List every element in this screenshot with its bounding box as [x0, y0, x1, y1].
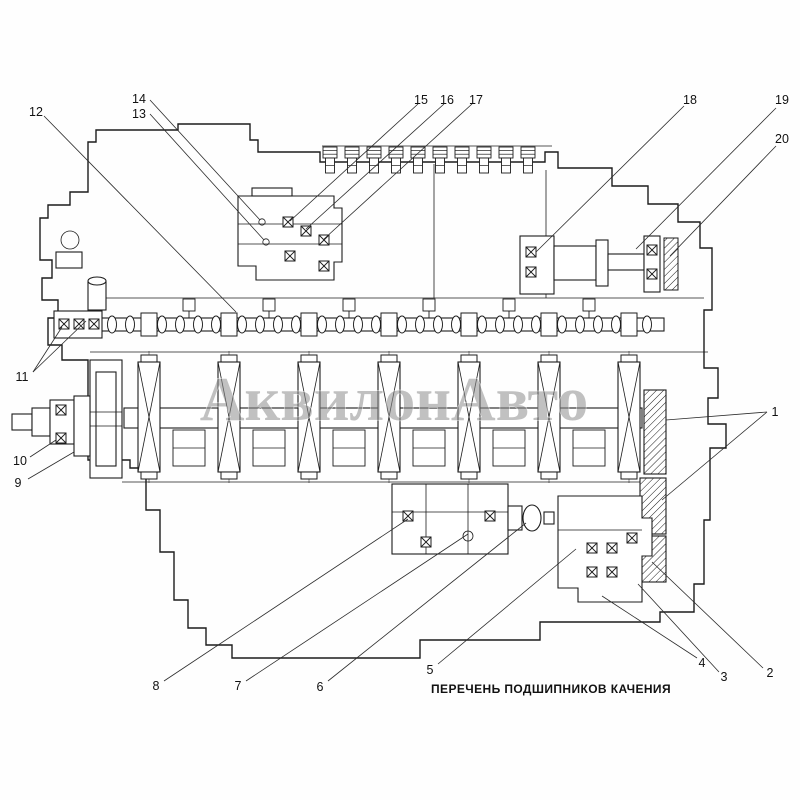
bearing-symbol [282, 216, 294, 228]
leader-lines [27, 99, 777, 682]
bearing-symbol [626, 532, 638, 544]
bearing-symbol [420, 536, 432, 548]
callout-label-9: 9 [15, 476, 22, 490]
block-internal-lines [55, 145, 708, 483]
flywheel [89, 359, 123, 479]
bearing-symbol [586, 542, 598, 554]
callout-label-15: 15 [414, 93, 428, 107]
callout-label-5: 5 [427, 663, 434, 677]
callout-label-19: 19 [775, 93, 789, 107]
bearing-symbol [525, 266, 537, 278]
crankshaft-nose [11, 395, 91, 457]
washer-detail [262, 238, 270, 246]
bearing-symbol [646, 244, 658, 256]
diagram-caption: ПЕРЕЧЕНЬ ПОДШИПНИКОВ КАЧЕНИЯ [431, 682, 671, 696]
camshaft-front-bearing-cluster [53, 276, 107, 339]
callout-label-3: 3 [721, 670, 728, 684]
bearing-symbol [58, 318, 70, 330]
timing-gear-upper [643, 389, 667, 475]
bearing-symbol [484, 510, 496, 522]
washer-detail [258, 218, 266, 226]
bearing-symbol [646, 268, 658, 280]
bearing-symbol [402, 510, 414, 522]
callout-label-1: 1 [772, 405, 779, 419]
main-bearing-support [617, 350, 641, 484]
callout-label-2: 2 [767, 666, 774, 680]
bearing-symbol [525, 246, 537, 258]
callout-label-4: 4 [699, 656, 706, 670]
camshaft-assembly [53, 276, 665, 339]
block-contour [39, 123, 727, 659]
bearing-symbol [300, 225, 312, 237]
callout-label-20: 20 [775, 132, 789, 146]
bearing-symbol [606, 542, 618, 554]
callout-label-12: 12 [29, 105, 43, 119]
bearing-symbol [606, 566, 618, 578]
callout-label-14: 14 [132, 92, 146, 106]
bearing-symbol [318, 234, 330, 246]
bearing-symbol [55, 404, 67, 416]
drive-gear [663, 237, 679, 291]
watermark-text: АквилонАвто [200, 366, 589, 434]
valve-tappet-row [322, 146, 536, 174]
bearing-symbol [88, 318, 100, 330]
lower-right-pump-assembly [557, 495, 653, 603]
bearing-symbol [55, 432, 67, 444]
main-bearing-support [137, 350, 161, 484]
callout-label-7: 7 [235, 679, 242, 693]
right-drive-assembly [519, 235, 679, 295]
callout-labels: 12 14 13 15 16 17 18 19 20 11 10 9 1 2 3… [13, 92, 789, 694]
bearing-symbol [318, 260, 330, 272]
callout-label-13: 13 [132, 107, 146, 121]
callout-label-18: 18 [683, 93, 697, 107]
callout-label-17: 17 [469, 93, 483, 107]
bearing-symbol [284, 250, 296, 262]
callout-label-16: 16 [440, 93, 454, 107]
engine-block-outline [39, 123, 727, 659]
callout-label-11: 11 [16, 370, 29, 384]
oil-pump-assembly [391, 483, 555, 555]
lower-pump-body [557, 495, 653, 603]
callout-label-8: 8 [153, 679, 160, 693]
callout-label-6: 6 [317, 680, 324, 694]
crankshaft-assembly [11, 350, 643, 484]
bearing-symbol [586, 566, 598, 578]
callout-label-10: 10 [13, 454, 27, 468]
injection-pump-assembly [237, 187, 343, 281]
